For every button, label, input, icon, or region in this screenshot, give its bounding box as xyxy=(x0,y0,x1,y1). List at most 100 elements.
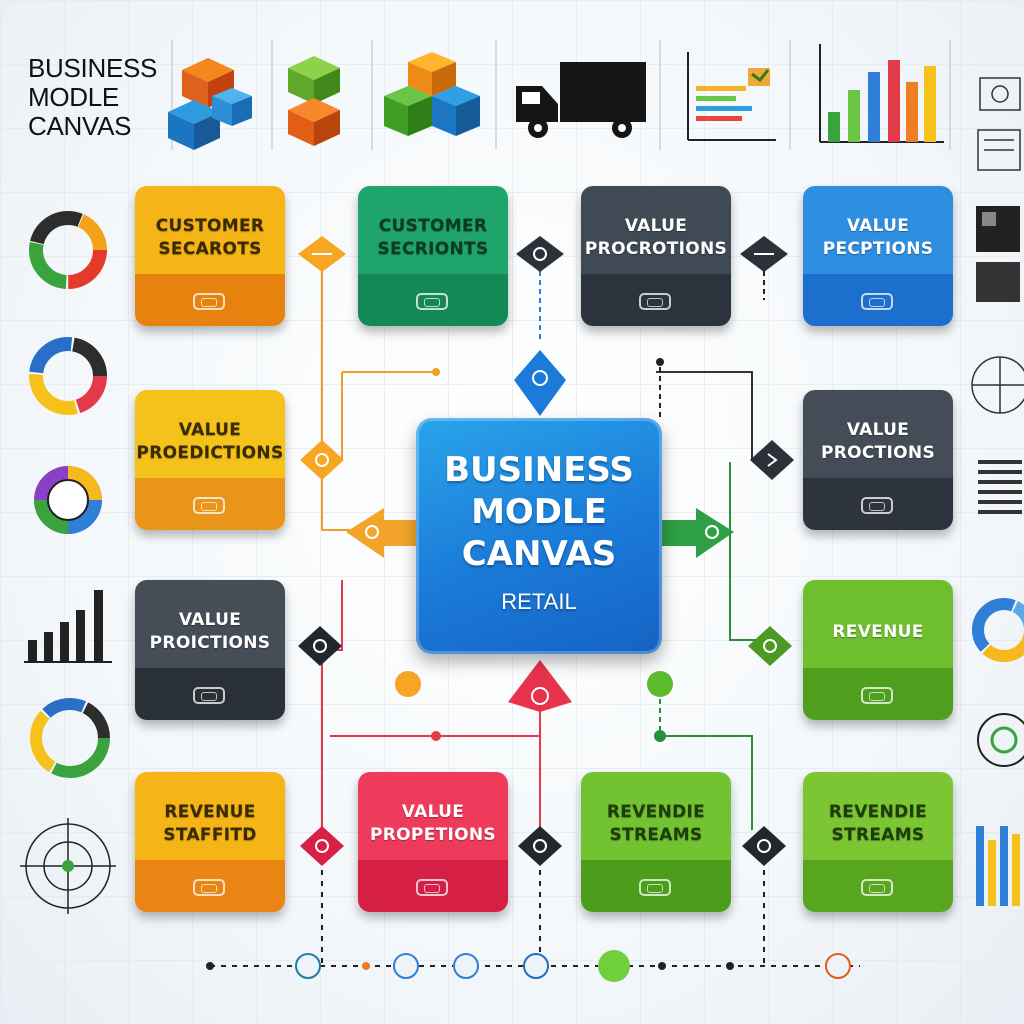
connector-node xyxy=(742,826,786,866)
sketch-icon xyxy=(977,77,1021,171)
card-chip-icon xyxy=(416,293,448,310)
card-bottom xyxy=(803,478,953,530)
arrow-right-icon xyxy=(662,508,734,558)
card-chip-icon xyxy=(861,687,893,704)
donut-chart-icon xyxy=(29,211,107,289)
donut-chart-icon xyxy=(972,598,1024,662)
card-bottom xyxy=(135,668,285,720)
card-top xyxy=(803,580,953,668)
card-top xyxy=(581,186,731,274)
target-icon xyxy=(977,713,1024,767)
card-top xyxy=(135,772,285,860)
card-bottom xyxy=(581,274,731,326)
bar-chart-icon xyxy=(687,52,776,141)
donut-chart-icon xyxy=(30,698,110,778)
card-bottom xyxy=(803,668,953,720)
card-top xyxy=(803,186,953,274)
connector-dot xyxy=(432,368,440,376)
brand-line: MODLE xyxy=(28,82,119,112)
card-top xyxy=(803,772,953,860)
center-title-line: BUSINESS xyxy=(444,450,634,490)
card-chip-icon xyxy=(861,497,893,514)
card-chip-icon xyxy=(639,879,671,896)
timeline xyxy=(206,950,851,982)
canvas-card[interactable]: VALUE PROICTIONS xyxy=(135,580,285,720)
card-title: VALUE PROCTIONS xyxy=(820,420,936,463)
card-bottom xyxy=(358,274,508,326)
brand-line: CANVAS xyxy=(28,111,132,141)
card-chip-icon xyxy=(193,879,225,896)
card-top xyxy=(581,772,731,860)
card-top xyxy=(135,580,285,668)
card-title: REVENDIE STREAMS xyxy=(606,802,706,845)
brand-title: BUSINESS MODLE CANVAS xyxy=(28,54,168,141)
truck-icon xyxy=(516,62,646,138)
card-bottom xyxy=(135,478,285,530)
canvas-card[interactable]: VALUE PROCROTIONS xyxy=(581,186,731,326)
canvas-card[interactable]: REVENDIE STREAMS xyxy=(581,772,731,912)
card-top xyxy=(803,390,953,478)
card-top xyxy=(358,186,508,274)
list-icon xyxy=(978,460,1022,514)
card-chip-icon xyxy=(416,879,448,896)
card-title: CUSTOMER SECAROTS xyxy=(155,216,265,259)
center-title-line: CANVAS xyxy=(461,534,617,574)
card-chip-icon xyxy=(193,497,225,514)
canvas-card[interactable]: CUSTOMER SECRIONTS xyxy=(358,186,508,326)
card-title: REVENDIE STREAMS xyxy=(828,802,928,845)
card-chip-icon xyxy=(861,879,893,896)
brand-line: BUSINESS xyxy=(28,53,158,83)
canvas-card[interactable]: VALUE PROCTIONS xyxy=(803,390,953,530)
center-title-line: MODLE xyxy=(471,492,607,532)
cube-icon xyxy=(384,52,480,136)
gear-icon xyxy=(34,466,102,534)
connector-dot xyxy=(431,731,441,741)
bar-chart-icon xyxy=(976,826,1020,906)
connector-dot xyxy=(656,358,664,366)
card-title: REVENUE xyxy=(832,621,924,642)
canvas-card[interactable]: VALUE PROEDICTIONS xyxy=(135,390,285,530)
canvas-card[interactable]: VALUE PECPTIONS xyxy=(803,186,953,326)
canvas-card[interactable]: REVENUE STAFFITD xyxy=(135,772,285,912)
connector-node xyxy=(508,660,572,712)
photo-strip-icon xyxy=(976,206,1020,302)
connector-node xyxy=(518,826,562,866)
card-chip-icon xyxy=(639,293,671,310)
card-bottom xyxy=(135,860,285,912)
connector-node xyxy=(298,626,342,666)
card-bottom xyxy=(803,274,953,326)
center-canvas-card[interactable]: BUSINESS MODLE CANVAS RETAIL xyxy=(416,418,662,654)
card-chip-icon xyxy=(193,293,225,310)
card-bottom xyxy=(803,860,953,912)
card-top xyxy=(135,186,285,274)
connector-node xyxy=(298,236,346,272)
canvas-card[interactable]: REVENDIE STREAMS xyxy=(803,772,953,912)
connector-node xyxy=(647,671,673,697)
card-bottom xyxy=(135,274,285,326)
card-title: VALUE PROICTIONS xyxy=(149,610,271,653)
card-chip-icon xyxy=(193,687,225,704)
center-subtitle: RETAIL xyxy=(501,589,577,614)
connector-node xyxy=(300,440,344,480)
card-title: VALUE PROPETIONS xyxy=(370,802,496,845)
cube-icon xyxy=(288,56,340,146)
canvas-card[interactable]: REVENUE xyxy=(803,580,953,720)
donut-chart-icon xyxy=(29,337,107,415)
card-bottom xyxy=(581,860,731,912)
connector-node xyxy=(750,440,794,480)
bar-chart-icon xyxy=(819,44,944,143)
canvas-card[interactable]: VALUE PROPETIONS xyxy=(358,772,508,912)
connector-node xyxy=(514,350,566,416)
globe-icon xyxy=(971,356,1024,414)
card-title: REVENUE STAFFITD xyxy=(163,802,257,845)
connector-node xyxy=(395,671,421,697)
card-chip-icon xyxy=(861,293,893,310)
target-icon xyxy=(20,818,116,914)
card-top xyxy=(135,390,285,478)
connector-node xyxy=(748,626,792,666)
cube-icon xyxy=(168,58,252,150)
arrow-left-icon xyxy=(346,508,418,558)
connector-node xyxy=(300,826,344,866)
canvas-card[interactable]: CUSTOMER SECAROTS xyxy=(135,186,285,326)
